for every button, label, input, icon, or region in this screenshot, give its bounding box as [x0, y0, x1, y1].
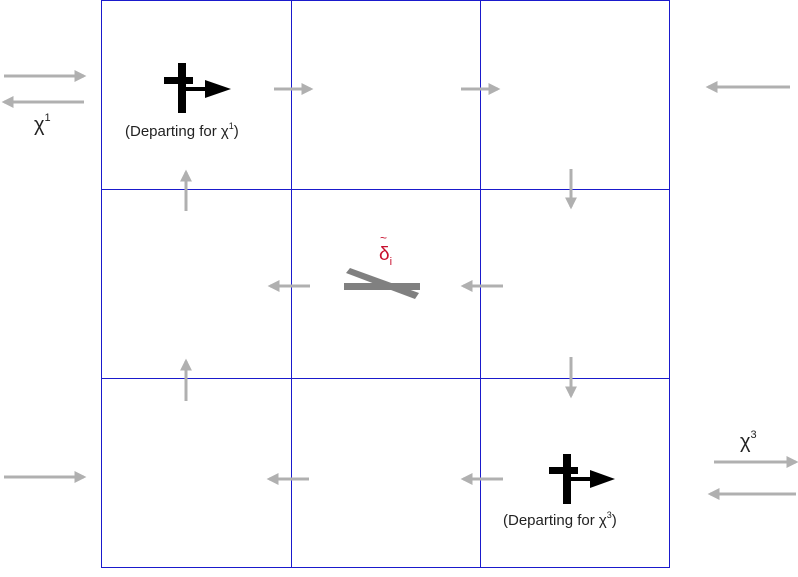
runway-crossing-icon: [344, 268, 420, 299]
grid-outer-border: [101, 0, 670, 568]
sector-grid: [101, 0, 670, 568]
entry-label-chi-3: χ3: [740, 429, 757, 453]
aircraft-3-label: (Departing for χ3): [503, 510, 617, 529]
entry-label-chi-1: χ1: [34, 112, 51, 136]
aircraft-icon: [164, 63, 231, 113]
aircraft-1-label: (Departing for χ1): [125, 121, 239, 140]
aircraft-icon: [549, 454, 615, 504]
delta-i-label: ~δi: [379, 231, 393, 268]
